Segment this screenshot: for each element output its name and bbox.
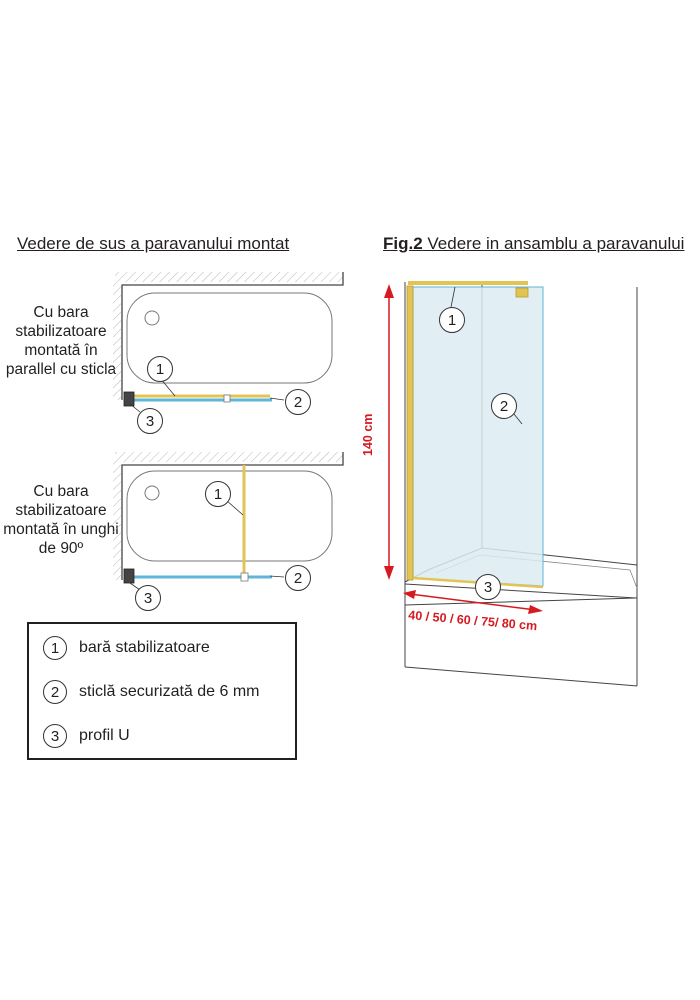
bathtub-front [404, 597, 638, 606]
leader-2 [513, 413, 523, 425]
top-view-parallel [113, 272, 344, 413]
legend-number: 2 [43, 680, 67, 704]
arrow-up-icon [384, 284, 394, 298]
leader-2 [269, 397, 285, 401]
wall-outline [121, 452, 344, 580]
bathtub-front-edge [404, 583, 638, 599]
u-profile [123, 568, 135, 584]
width-dimension-line [409, 593, 537, 611]
leader-2 [269, 575, 285, 578]
height-dimension-label: 140 cm [361, 413, 375, 456]
top-view-90-degree [113, 452, 344, 591]
callout-1-top-90: 1 [205, 481, 231, 507]
u-profile [406, 285, 414, 581]
leader-1 [225, 499, 244, 516]
wall-outline [121, 272, 344, 400]
callout-2-top-90: 2 [285, 565, 311, 591]
legend-number: 3 [43, 724, 67, 748]
legend-item: 3 profil U [43, 723, 130, 749]
drain-icon [144, 485, 160, 501]
bathtub-outline [126, 292, 333, 384]
leader-3 [129, 403, 141, 413]
drain-icon [144, 310, 160, 326]
label-parallel-bar: Cu bara stabilizatoare montată în parall… [5, 304, 117, 378]
callout-3-top-90: 3 [135, 585, 161, 611]
bathtub-outline [126, 470, 333, 562]
arrow-left-icon [403, 590, 416, 599]
callout-2-fig2: 2 [491, 393, 517, 419]
arrow-right-icon [528, 605, 543, 614]
floor-edge [404, 666, 638, 687]
hinge [223, 394, 231, 403]
fig2-assembly-view [384, 281, 638, 687]
callout-3-fig2: 3 [475, 574, 501, 600]
top-view-title: Vedere de sus a paravanului montat [17, 234, 290, 253]
callout-1-fig2: 1 [439, 307, 465, 333]
legend-item: 1 bară stabilizatoare [43, 635, 210, 661]
legend-box: 1 bară stabilizatoare 2 sticlă securizat… [27, 622, 297, 760]
legend-text: sticlă securizată de 6 mm [79, 683, 260, 700]
wall-hatch-left [113, 282, 121, 400]
callout-2-top-parallel: 2 [285, 389, 311, 415]
label-90-degree-bar: Cu bara stabilizatoare montată în unghi … [3, 483, 119, 557]
legend-number: 1 [43, 636, 67, 660]
legend-text: bară stabilizatoare [79, 639, 210, 656]
wall-hatch-top [115, 272, 343, 282]
callout-3-top-parallel: 3 [137, 408, 163, 434]
legend-text: profil U [79, 727, 130, 744]
legend-item: 2 sticlă securizată de 6 mm [43, 679, 260, 705]
arrow-down-icon [384, 566, 394, 580]
callout-1-top-parallel: 1 [147, 356, 173, 382]
bar-clamp [240, 572, 249, 582]
u-profile [123, 391, 135, 407]
leader-1 [450, 286, 456, 308]
wall-hatch-top [115, 452, 343, 462]
glass-clamp [515, 287, 529, 298]
fig2-title: Fig.2 Vedere in ansamblu a paravanului [383, 234, 685, 253]
wall-hatch-left [113, 462, 121, 580]
glass-panel [412, 286, 544, 587]
